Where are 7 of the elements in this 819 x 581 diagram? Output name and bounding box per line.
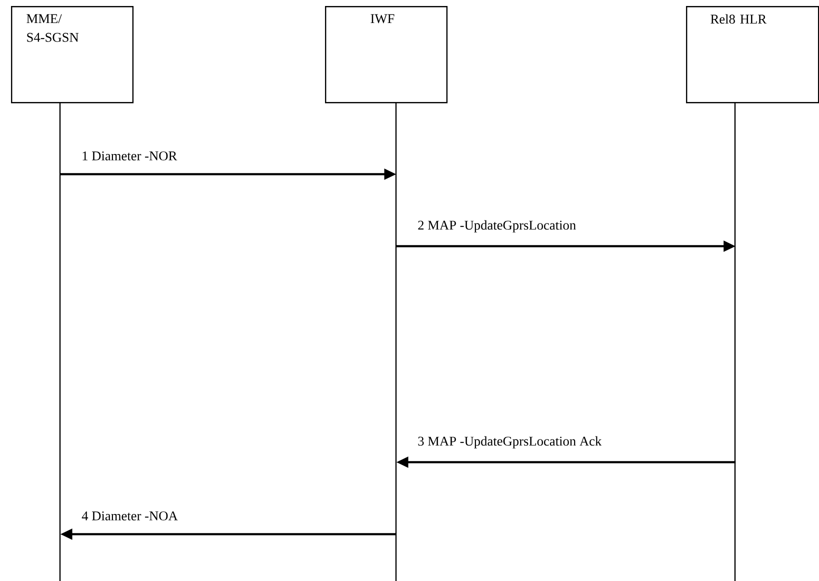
- participant-box: Rel8 HLR: [686, 6, 819, 104]
- message-label: 1 Diameter -NOR: [82, 151, 178, 160]
- message-label: 3 MAP -UpdateGprsLocation Ack: [418, 436, 602, 448]
- participant-box: IWF: [325, 6, 448, 104]
- message-label: 2 MAP -UpdateGprsLocation: [418, 220, 576, 232]
- message-label: 4 Diameter -NOA: [82, 511, 178, 520]
- participant-box: MME/ S4-SGSN: [11, 6, 134, 104]
